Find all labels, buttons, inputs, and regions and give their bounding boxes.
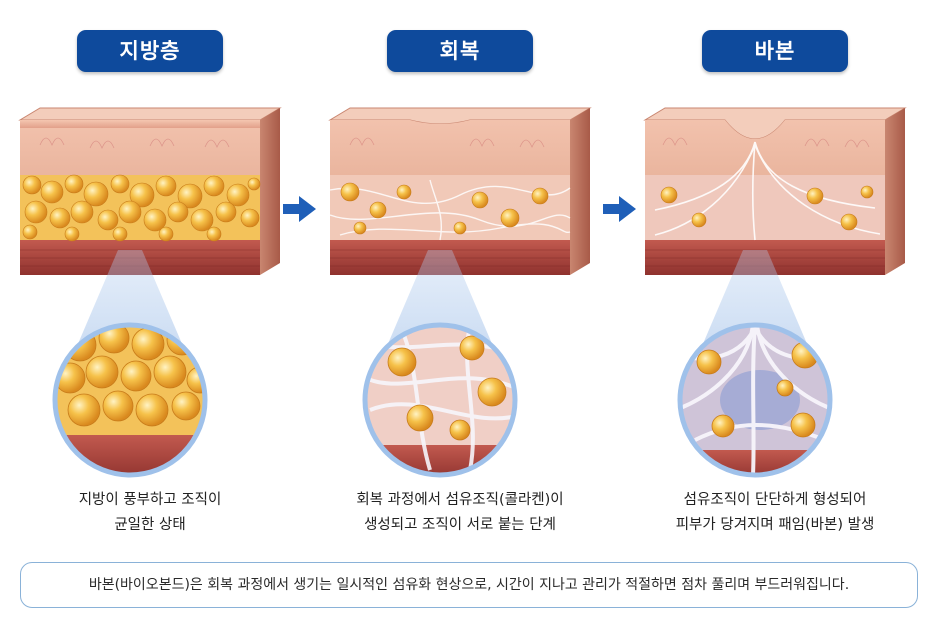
stage-caption: 회복 과정에서 섬유조직(콜라켄)이 생성되고 조직이 서로 붙는 단계 <box>310 488 610 538</box>
stage-recovery: 회복 <box>310 0 610 560</box>
stage-bond: 바본 <box>625 0 925 560</box>
recovery-illustration <box>328 107 592 478</box>
stage-title-badge: 회복 <box>387 30 533 72</box>
info-note: 바본(바이오본드)은 회복 과정에서 생기는 일시적인 섬유화 현상으로, 시간… <box>20 562 918 608</box>
arrow-right-icon <box>603 196 636 222</box>
caption-line: 생성되고 조직이 서로 붙는 단계 <box>364 517 556 533</box>
stage-caption: 섬유조직이 단단하게 형성되어 피부가 당겨지며 패임(바본) 발생 <box>625 488 925 538</box>
fat-layer-illustration <box>18 107 282 478</box>
caption-line: 섬유조직이 단단하게 형성되어 <box>683 492 867 508</box>
caption-line: 회복 과정에서 섬유조직(콜라켄)이 <box>356 492 564 508</box>
caption-line: 균일한 상태 <box>114 517 186 533</box>
bond-illustration <box>643 107 907 478</box>
caption-line: 지방이 풍부하고 조직이 <box>78 492 222 508</box>
stage-title-badge: 바본 <box>702 30 848 72</box>
stage-caption: 지방이 풍부하고 조직이 균일한 상태 <box>0 488 300 538</box>
caption-line: 피부가 당겨지며 패임(바본) 발생 <box>675 517 875 533</box>
arrow-right-icon <box>283 196 316 222</box>
stage-fat-layer: 지방층 <box>0 0 300 560</box>
stage-title-badge: 지방층 <box>77 30 223 72</box>
